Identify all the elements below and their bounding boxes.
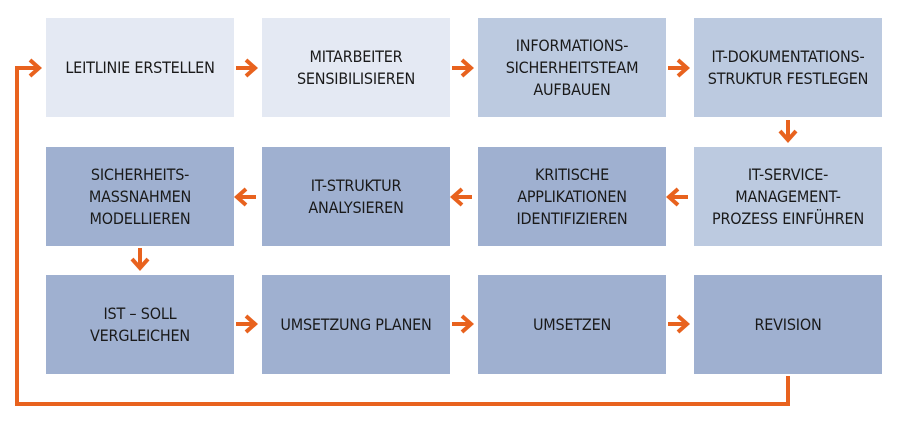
arrow-right-icon: [236, 314, 259, 334]
step-mitarbeiter-sensibilisieren: MITARBEITER SENSIBILISIEREN: [262, 18, 450, 117]
step-leitlinie-erstellen: LEITLINIE ERSTELLEN: [46, 18, 234, 117]
step-revision: REVISION: [694, 275, 882, 374]
feedback-loop-arrow-icon: [15, 58, 790, 406]
arrow-right-icon: [668, 314, 691, 334]
arrow-left-icon: [449, 187, 472, 207]
arrow-right-icon: [452, 58, 475, 78]
step-it-struktur-analysieren: IT-STRUKTUR ANALYSIEREN: [262, 147, 450, 246]
arrow-right-icon: [236, 58, 259, 78]
step-sicherheitsmassnahmen-modellieren: SICHERHEITS- MASSNAHMEN MODELLIEREN: [46, 147, 234, 246]
step-umsetzung-planen: UMSETZUNG PLANEN: [262, 275, 450, 374]
arrow-down-icon: [778, 120, 798, 144]
step-it-service-management-prozess-einfuehren: IT-SERVICE- MANAGEMENT- PROZESS EINFÜHRE…: [694, 147, 882, 246]
arrow-right-icon: [668, 58, 691, 78]
arrow-right-icon: [452, 314, 475, 334]
arrow-left-icon: [665, 187, 688, 207]
arrow-down-icon: [130, 248, 150, 272]
step-kritische-applikationen-identifizieren: KRITISCHE APPLIKATIONEN IDENTIFIZIEREN: [478, 147, 666, 246]
step-ist-soll-vergleichen: IST – SOLL VERGLEICHEN: [46, 275, 234, 374]
step-umsetzen: UMSETZEN: [478, 275, 666, 374]
step-it-dokumentationsstruktur-festlegen: IT-DOKUMENTATIONS- STRUKTUR FESTLEGEN: [694, 18, 882, 117]
arrow-left-icon: [233, 187, 256, 207]
step-informationssicherheitsteam-aufbauen: INFORMATIONS- SICHERHEITSTEAM AUFBAUEN: [478, 18, 666, 117]
